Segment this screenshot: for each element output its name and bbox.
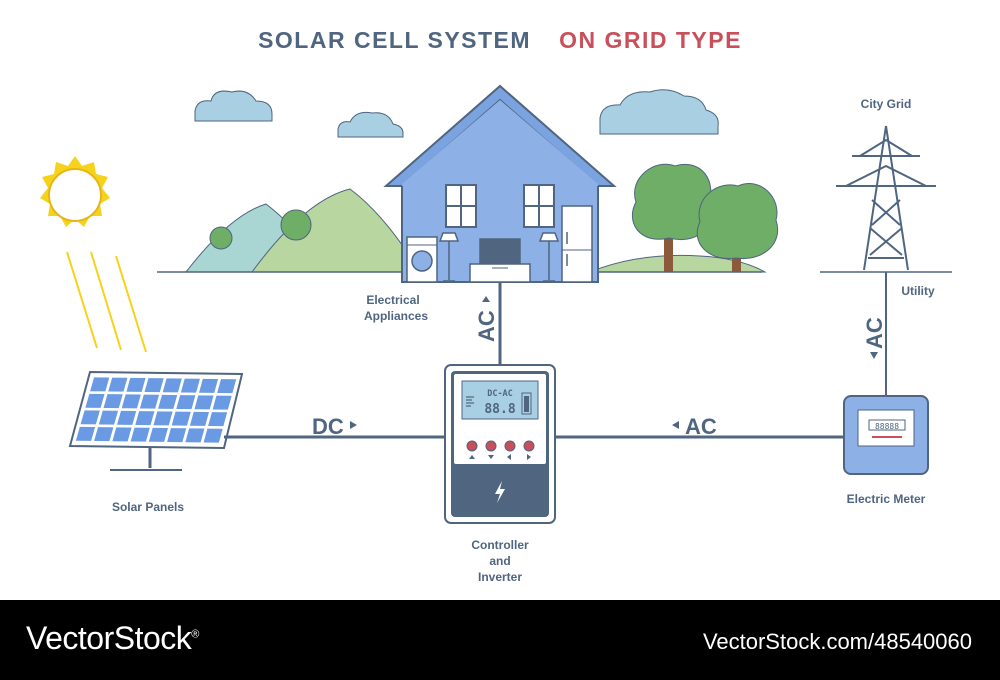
solar-cell xyxy=(148,427,169,442)
solar-cell xyxy=(139,394,160,409)
arrow-down-icon xyxy=(488,455,494,459)
solar-system-diagram: SOLAR CELL SYSTEM ON GRID TYPE xyxy=(40,27,952,584)
solar-cell xyxy=(185,428,205,443)
footer-bar: VectorStock® VectorStock.com/48540060 xyxy=(0,600,1000,680)
controller-label-1: Controller xyxy=(471,538,529,552)
solar-cell xyxy=(144,378,164,393)
footer-url: VectorStock.com/48540060 xyxy=(702,629,972,654)
title: SOLAR CELL SYSTEM ON GRID TYPE xyxy=(258,27,742,53)
cloud-icon xyxy=(194,90,273,122)
cloud-icon xyxy=(337,111,404,138)
solar-panels-label: Solar Panels xyxy=(112,500,184,514)
solar-cell xyxy=(162,378,182,393)
electrical-appliances-label-1: Electrical xyxy=(366,293,419,307)
arrow-left-icon xyxy=(672,421,679,429)
cloud-icon xyxy=(599,89,719,135)
controller-label-2: and xyxy=(489,554,510,568)
flow-ac-meter-label: AC xyxy=(685,414,717,439)
solar-cell xyxy=(180,378,200,393)
solar-cell xyxy=(112,427,132,442)
arrow-up-icon xyxy=(482,296,490,302)
inverter-icon: DC-AC 88.8 xyxy=(444,364,556,524)
title-main: SOLAR CELL SYSTEM xyxy=(258,27,531,53)
footer-brand-mark: ® xyxy=(191,628,199,641)
power-tower-icon xyxy=(836,125,936,400)
solar-cell xyxy=(98,410,119,425)
solar-cell xyxy=(108,377,128,392)
lamp-icon xyxy=(538,232,560,282)
solar-cell xyxy=(75,426,96,441)
inverter-display-label: DC-AC xyxy=(487,389,513,399)
title-accent: ON GRID TYPE xyxy=(559,27,742,53)
tv-icon xyxy=(469,238,531,283)
electric-meter-label: Electric Meter xyxy=(847,492,926,506)
solar-cell xyxy=(117,410,137,425)
solar-cell xyxy=(121,394,141,409)
house-icon xyxy=(383,84,617,283)
flow-ac-grid-label: AC xyxy=(862,317,887,349)
lamp-icon xyxy=(438,232,460,282)
utility-label: Utility xyxy=(901,284,935,298)
flow-dc-label: DC xyxy=(312,414,344,439)
inverter-display-digits: 88.8 xyxy=(484,402,515,417)
wires xyxy=(224,282,845,439)
electric-meter-icon: 88888 xyxy=(843,395,929,475)
solar-cell xyxy=(153,411,173,426)
solar-cell xyxy=(85,393,105,408)
footer-brand: VectorStock® xyxy=(26,620,199,657)
solar-cell xyxy=(199,378,219,393)
electrical-appliances-label-2: Appliances xyxy=(364,309,428,323)
solar-cell xyxy=(158,394,178,409)
solar-cell xyxy=(194,395,214,410)
arrow-up-icon xyxy=(469,455,475,459)
tree-icon xyxy=(209,209,312,250)
solar-cell xyxy=(171,411,191,426)
city-grid-label: City Grid xyxy=(861,97,912,111)
arrow-down-icon xyxy=(870,352,878,359)
solar-cell xyxy=(130,427,150,442)
solar-cell xyxy=(189,411,209,426)
battery-icon xyxy=(521,392,532,415)
solar-cell xyxy=(90,377,110,392)
solar-cell xyxy=(208,412,228,427)
solar-cell xyxy=(80,410,100,425)
lightning-icon xyxy=(495,481,505,503)
flow-ac-house-label: AC xyxy=(474,310,499,342)
fridge-icon xyxy=(561,205,593,283)
solar-cell xyxy=(135,411,155,426)
arrow-right-icon xyxy=(350,421,357,429)
arrow-right-icon xyxy=(527,454,531,460)
solar-cell xyxy=(212,395,232,410)
solar-cell xyxy=(203,428,223,443)
footer-brand-text: VectorStock xyxy=(26,620,192,656)
inverter-buttons xyxy=(466,440,535,452)
solar-cell xyxy=(126,377,146,392)
solar-cell xyxy=(167,428,187,443)
sun-icon xyxy=(40,156,147,353)
solar-cell xyxy=(217,379,237,394)
meter-digits: 88888 xyxy=(875,422,899,431)
arrow-left-icon xyxy=(507,454,511,460)
hills xyxy=(589,254,767,273)
solar-cell xyxy=(103,394,123,409)
solar-panel-icon xyxy=(68,370,244,471)
solar-cell xyxy=(176,395,196,410)
washing-machine-icon xyxy=(406,236,438,283)
tree-icon xyxy=(696,183,779,272)
solar-cell xyxy=(94,427,114,442)
controller-label-3: Inverter xyxy=(478,570,522,584)
